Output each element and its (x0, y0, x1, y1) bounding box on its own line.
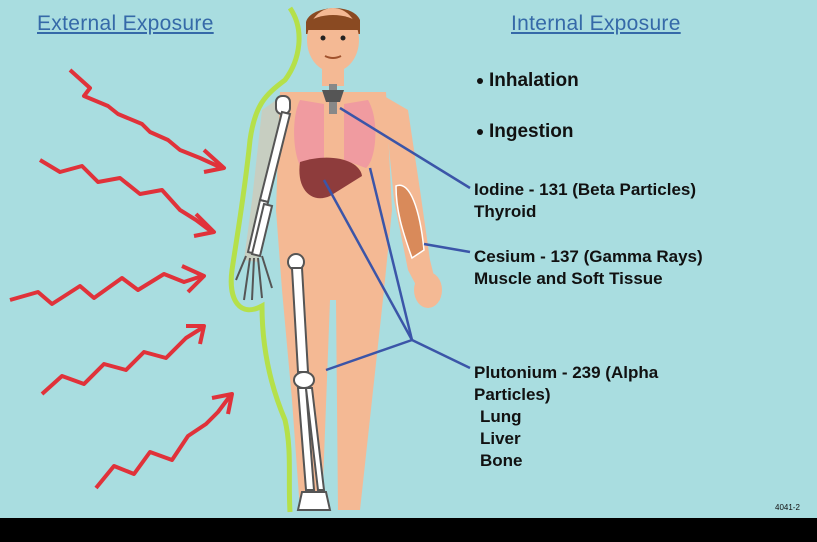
organ-label: Bone (474, 450, 658, 472)
wavy-arrow-icon (10, 266, 204, 304)
route-inhalation: Inhalation (477, 70, 579, 92)
wavy-arrow-icon (70, 70, 224, 172)
iodine-label: Iodine - 131 (Beta Particles) Thyroid (474, 179, 696, 223)
bullet-icon (477, 78, 483, 84)
diagram-canvas: External Exposure Internal Exposure Inha… (0, 0, 817, 518)
route-label: Ingestion (489, 121, 573, 142)
organ-label: Thyroid (474, 201, 696, 223)
external-exposure-heading: External Exposure (37, 12, 214, 36)
plutonium-label: Plutonium - 239 (Alpha Particles) Lung L… (474, 362, 658, 472)
internal-exposure-heading: Internal Exposure (511, 12, 681, 36)
bottom-bar (0, 518, 817, 542)
organ-label: Liver (474, 428, 658, 450)
route-label: Inhalation (489, 70, 579, 91)
human-figure-icon (236, 8, 442, 510)
isotope-name: Iodine - 131 (Beta Particles) (474, 179, 696, 201)
cesium-label: Cesium - 137 (Gamma Rays) Muscle and Sof… (474, 246, 703, 290)
route-ingestion: Ingestion (477, 121, 573, 143)
organ-label: Lung (474, 406, 658, 428)
figure-code: 4041-2 (775, 503, 800, 512)
isotope-name: Plutonium - 239 (Alpha (474, 362, 658, 384)
isotope-name-cont: Particles) (474, 384, 658, 406)
organ-label: Muscle and Soft Tissue (474, 268, 703, 290)
wavy-arrow-icon (40, 160, 214, 236)
bullet-icon (477, 129, 483, 135)
wavy-arrow-icon (96, 394, 232, 488)
wavy-arrow-icon (42, 326, 204, 394)
radiation-rays (10, 70, 232, 488)
isotope-name: Cesium - 137 (Gamma Rays) (474, 246, 703, 268)
